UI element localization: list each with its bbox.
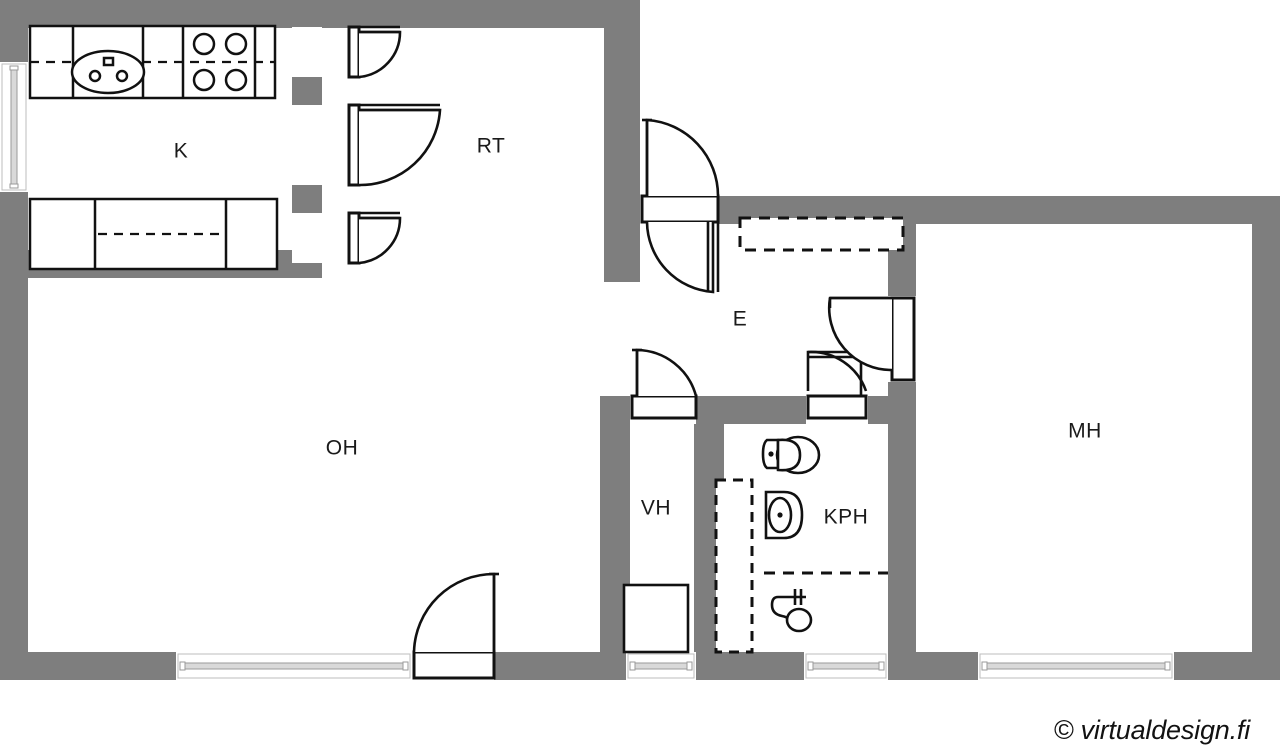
- door-entrance-main: [640, 118, 720, 294]
- door-openings-cutouts: [0, 27, 1174, 680]
- kitchen-fixtures: [28, 24, 279, 271]
- window-kitchen-west: [1, 63, 27, 191]
- doors-group: [347, 25, 916, 680]
- kitchen-stove-hob: [192, 32, 248, 92]
- kitchen-sink: [70, 49, 146, 95]
- door-living-room-exterior: [412, 572, 499, 680]
- entrance-shelf: [738, 216, 905, 252]
- window-living-south: [177, 653, 411, 679]
- door-entrance-to-hallway: [630, 348, 698, 420]
- wc-floor-drain-shower: [770, 589, 813, 633]
- wall-mass: [0, 0, 1280, 680]
- bathroom-fixtures: [761, 435, 888, 633]
- window-bathroom-south: [805, 653, 887, 679]
- room-label-OH: OH: [326, 437, 359, 460]
- door-kitchen-lower-to-dining: [347, 211, 402, 265]
- hallway-fixtures: [622, 478, 754, 654]
- door-kitchen-mid-to-dining: [347, 103, 442, 187]
- wc-washbasin: [764, 490, 804, 540]
- door-bedroom-mh: [827, 296, 916, 382]
- windows-group: [1, 63, 1173, 679]
- copyright-notice: © virtualdesign.fi: [1053, 715, 1251, 745]
- window-hallway-south: [627, 653, 695, 679]
- room-label-E: E: [733, 308, 748, 331]
- room-label-RT: RT: [477, 135, 506, 158]
- door-bathroom-kph: [806, 350, 868, 420]
- wc-toilet: [761, 435, 821, 475]
- room-labels: K RT OH E VH KPH MH: [174, 135, 1102, 529]
- window-bedroom-south: [979, 653, 1173, 679]
- kitchen-lower-counter-run: [28, 197, 279, 271]
- door-kitchen-upper-to-dining: [347, 25, 402, 79]
- room-label-VH: VH: [641, 497, 671, 520]
- room-label-MH: MH: [1068, 420, 1102, 443]
- hallway-closet-dashed: [714, 478, 754, 654]
- room-label-KPH: KPH: [824, 506, 869, 529]
- hallway-cabinet: [622, 583, 690, 654]
- room-label-K: K: [174, 140, 189, 163]
